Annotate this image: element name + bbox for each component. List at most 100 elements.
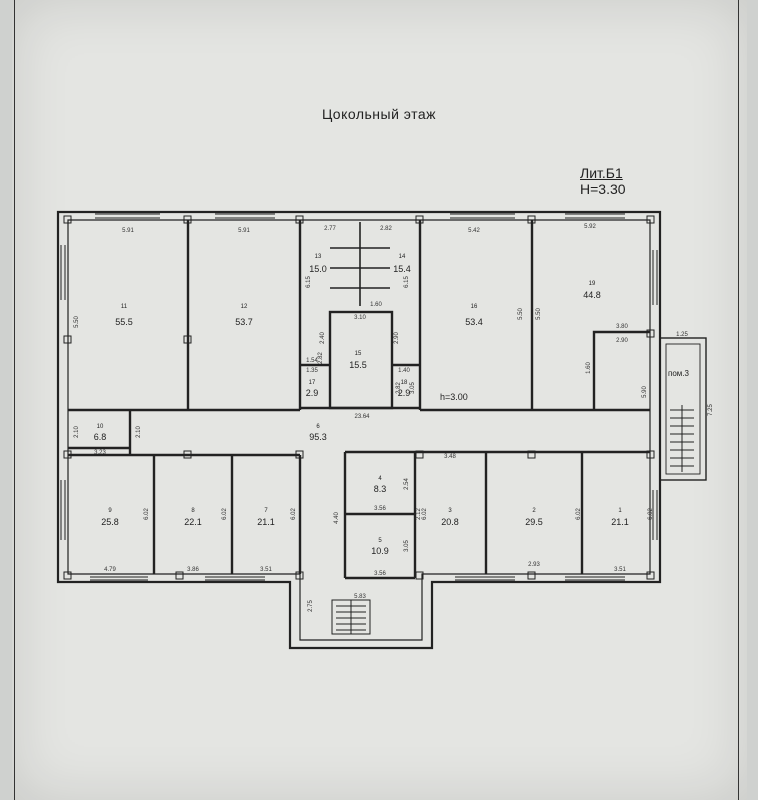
sheet-border-right: [738, 0, 739, 800]
room-10-number: 10: [97, 424, 104, 430]
dim-label: 4.79: [104, 567, 116, 573]
room-15-area: 15.5: [349, 360, 367, 370]
room-19-area: 44.8: [583, 290, 601, 300]
dim-label: 5.91: [238, 228, 250, 234]
room-8-area: 22.1: [184, 517, 202, 527]
dim-label: 2.93: [528, 562, 540, 568]
dim-label: 3.05: [404, 540, 410, 552]
dim-label: 6.02: [422, 508, 428, 520]
dim-label: 6.15: [306, 276, 312, 288]
dim-label: 1.35: [306, 368, 318, 374]
room-12-number: 12: [241, 304, 248, 310]
room-3-area: 20.8: [441, 517, 459, 527]
dim-label: 6.02: [648, 508, 654, 520]
dim-label: 4.40: [334, 512, 340, 524]
room-4-area: 8.3: [374, 484, 387, 494]
dim-label: 7.25: [708, 404, 714, 416]
south-stair: [331, 599, 371, 635]
dim-label: 1.40: [398, 368, 410, 374]
dim-label: 3.80: [616, 324, 628, 330]
room-19-number: 19: [589, 281, 596, 287]
room-13-area: 15.0: [309, 264, 327, 274]
dim-label: 5.91: [122, 228, 134, 234]
room-11-area: 55.5: [115, 317, 133, 327]
dim-label: 2.90: [394, 332, 400, 344]
dim-label: 2.75: [308, 600, 314, 612]
dim-label: 6.02: [576, 508, 582, 520]
dim-label: 2.82: [380, 226, 392, 232]
dim-label: 3.05: [410, 382, 416, 394]
dim-label: 2.82: [396, 382, 402, 394]
east-porch: [659, 337, 707, 481]
dim-label: 2.10: [74, 426, 80, 438]
dim-label: 3.23: [94, 450, 106, 456]
dim-label: 2.40: [320, 332, 326, 344]
dim-label: 5.83: [354, 594, 366, 600]
dim-label: 5.90: [642, 386, 648, 398]
dim-label: 2.90: [616, 338, 628, 344]
room-6-number: 6: [316, 424, 320, 430]
dim-label: 1.54: [306, 358, 318, 364]
north-stair: [330, 222, 390, 306]
room-11-number: 11: [121, 304, 128, 310]
dim-label: 3.51: [614, 567, 626, 573]
room-14-number: 14: [399, 254, 406, 260]
room-16-number: 16: [471, 304, 478, 310]
room-12-area: 53.7: [235, 317, 253, 327]
sheet-border-left: [14, 0, 15, 800]
dim-label: 1.60: [586, 362, 592, 374]
dim-label: 2.54: [404, 478, 410, 490]
dim-label: 6.02: [144, 508, 150, 520]
dim-label: 1.60: [370, 302, 382, 308]
dim-label: 2.12: [416, 508, 422, 520]
room-17-area: 2.9: [306, 388, 319, 398]
room-2-number: 2: [532, 508, 536, 514]
room-18-area: 2.9: [398, 388, 411, 398]
room-16-area: 53.4: [465, 317, 483, 327]
dim-label: 6.02: [291, 508, 297, 520]
dim-label: 2.10: [136, 426, 142, 438]
dim-label: 1.25: [676, 332, 688, 338]
corridor-height: h=3.00: [440, 392, 468, 402]
room-7-area: 21.1: [257, 517, 275, 527]
room-5-area: 10.9: [371, 546, 389, 556]
dim-label: 5.92: [584, 224, 596, 230]
dim-label: 2.82: [318, 352, 324, 364]
room-1-number: 1: [618, 508, 622, 514]
dim-label: 3.56: [374, 506, 386, 512]
columns: [63, 215, 655, 580]
room-2-area: 29.5: [525, 517, 543, 527]
room-6-area: 95.3: [309, 432, 327, 442]
room-18-number: 18: [401, 380, 408, 386]
windows: [60, 213, 658, 581]
room-9-number: 9: [108, 508, 112, 514]
porch-label: пом.3: [668, 369, 690, 378]
dim-label: 5.50: [74, 316, 80, 328]
room-5-number: 5: [378, 538, 382, 544]
room-4-number: 4: [378, 476, 382, 482]
floor-title: Цокольный этаж: [321, 106, 437, 122]
building-letter: Лит.Б1: [580, 165, 623, 181]
room-8-number: 8: [191, 508, 195, 514]
room-7-number: 7: [264, 508, 268, 514]
dim-label: 3.86: [187, 567, 199, 573]
dim-label: 3.10: [354, 315, 366, 321]
dim-label: 5.50: [536, 308, 542, 320]
dim-label: 2.77: [324, 226, 336, 232]
ceiling-height: H=3.30: [580, 181, 626, 197]
room-14-area: 15.4: [393, 264, 411, 274]
partitions: [68, 220, 650, 580]
dim-label: 3.51: [260, 567, 272, 573]
dim-label: 3.48: [444, 454, 456, 460]
room-15-number: 15: [355, 351, 362, 357]
inner-wall: [67, 219, 651, 641]
room-9-area: 25.8: [101, 517, 119, 527]
dim-label: 5.42: [468, 228, 480, 234]
room-3-number: 3: [448, 508, 452, 514]
dim-label: 3.56: [374, 571, 386, 577]
dim-label: 6.15: [404, 276, 410, 288]
dim-label: 6.02: [222, 508, 228, 520]
outer-wall: [56, 210, 662, 650]
drawing-sheet: [12, 0, 747, 800]
